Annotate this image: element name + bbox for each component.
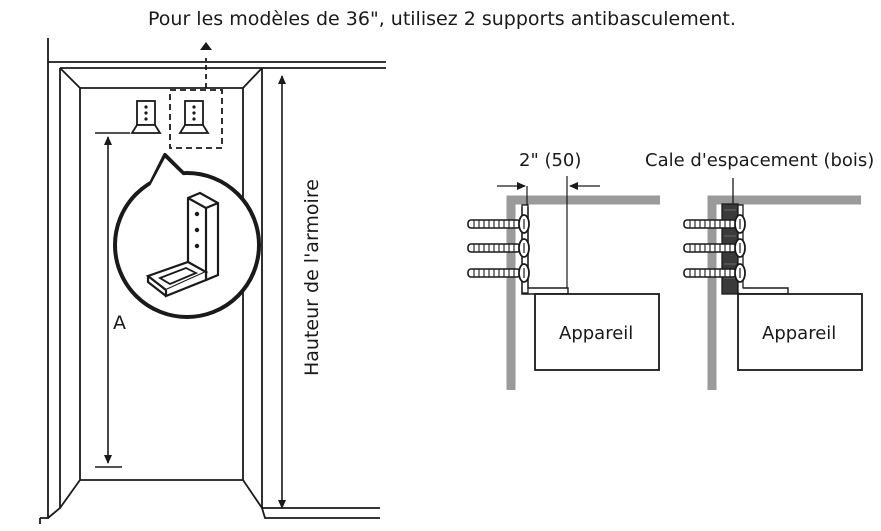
cabinet-top-outline [47, 38, 386, 63]
bracket-magnifier [113, 153, 261, 319]
wall-corner-left [506, 195, 660, 390]
screw-2 [467, 238, 530, 258]
left-panel-inner [59, 67, 81, 509]
dimension-a-label: A [113, 312, 126, 334]
left-panel-outer [40, 62, 49, 519]
caption-text: Pour les modèles de 36", utilisez 2 supp… [148, 8, 736, 30]
cabinet-height-label: Hauteur de l'armoire [301, 179, 323, 376]
bracket-highlight-box [169, 89, 223, 149]
l-bracket-closeup [145, 191, 220, 298]
right-panel-top-bevel [242, 67, 263, 89]
anti-tip-bracket-right [178, 100, 210, 134]
screw-3 [467, 263, 530, 283]
appliance-box-right [737, 293, 863, 371]
spacer-label: Cale d'espacement (bois) [645, 150, 874, 171]
screw-1 [467, 214, 530, 234]
right-panel-front [261, 68, 380, 519]
appliance-label-right: Appareil [762, 323, 836, 344]
appliance-label-left: Appareil [559, 323, 633, 344]
anti-tip-bracket-left [130, 100, 162, 134]
gap-label: 2" (50) [519, 150, 581, 171]
wall-corner-right [707, 195, 861, 390]
install-detail-spacer: Appareil Cale d'espacement (bois) [645, 150, 874, 390]
appliance-box-left [534, 293, 660, 371]
install-detail-gap: Appareil 2" (50) [467, 150, 660, 390]
up-arrow [200, 42, 212, 50]
left-panel-front [47, 68, 61, 519]
right-panel-inner [242, 88, 263, 509]
